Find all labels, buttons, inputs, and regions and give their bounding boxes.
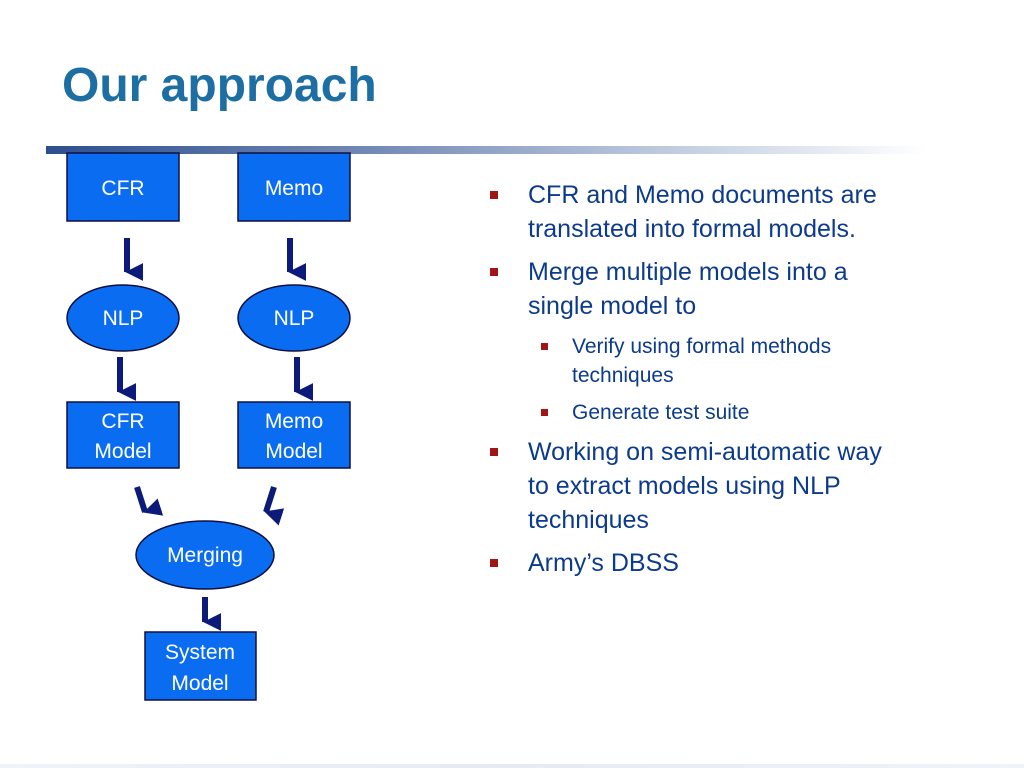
cfr-model-label-line1: CFR [101,410,144,433]
sub-bullet-marker [541,343,548,350]
bullet-text: Army’s DBSS [528,549,679,577]
memo-model-label-line2: Model [265,440,322,463]
footer-divider [0,764,1024,768]
memo-model-label-line1: Memo [265,410,323,433]
system-model-label-line1: System [165,641,235,664]
cfr-label: CFR [101,177,144,200]
bullet-marker [490,191,498,199]
sub-bullet-item: Generate test suite [488,398,908,427]
nlp-left-label: NLP [103,307,144,330]
cfr-node: CFR [66,152,180,222]
system-model-label-line2: Model [171,672,228,695]
title-divider [46,146,926,154]
nlp-right-node: NLP [237,284,351,352]
bullet-marker [490,268,498,276]
bullet-item: Army’s DBSS [488,546,908,580]
bullet-marker [490,448,498,456]
arrow-cfr-model-to-merging [134,486,164,516]
bullet-item: Merge multiple models into a single mode… [488,255,908,323]
bullet-text: Merge multiple models into a single mode… [528,258,848,320]
merging-label: Merging [167,544,243,567]
sub-bullet-text: Generate test suite [572,401,750,424]
bullet-marker [490,559,498,567]
memo-model-node: Memo Model [237,401,351,469]
nlp-left-node: NLP [66,284,180,352]
bullet-item: Working on semi-automatic way to extract… [488,435,908,537]
slide-title: Our approach [62,59,377,112]
sub-bullet-item: Verify using formal methods techniques [488,332,908,390]
bullet-text: CFR and Memo documents are translated in… [528,181,877,243]
system-model-node: System Model [144,631,257,701]
bullet-item: CFR and Memo documents are translated in… [488,178,908,246]
cfr-model-label-line2: Model [94,440,151,463]
arrow-memo-model-to-merging [263,486,285,526]
sub-bullet-text: Verify using formal methods techniques [572,335,832,387]
memo-label: Memo [265,177,323,200]
bullet-list: CFR and Memo documents are translated in… [488,178,908,589]
memo-node: Memo [237,152,351,222]
cfr-model-node: CFR Model [66,401,180,469]
nlp-right-label: NLP [274,307,315,330]
sub-bullet-marker [541,409,548,416]
merging-node: Merging [135,520,275,590]
bullet-text: Working on semi-automatic way to extract… [528,438,882,534]
